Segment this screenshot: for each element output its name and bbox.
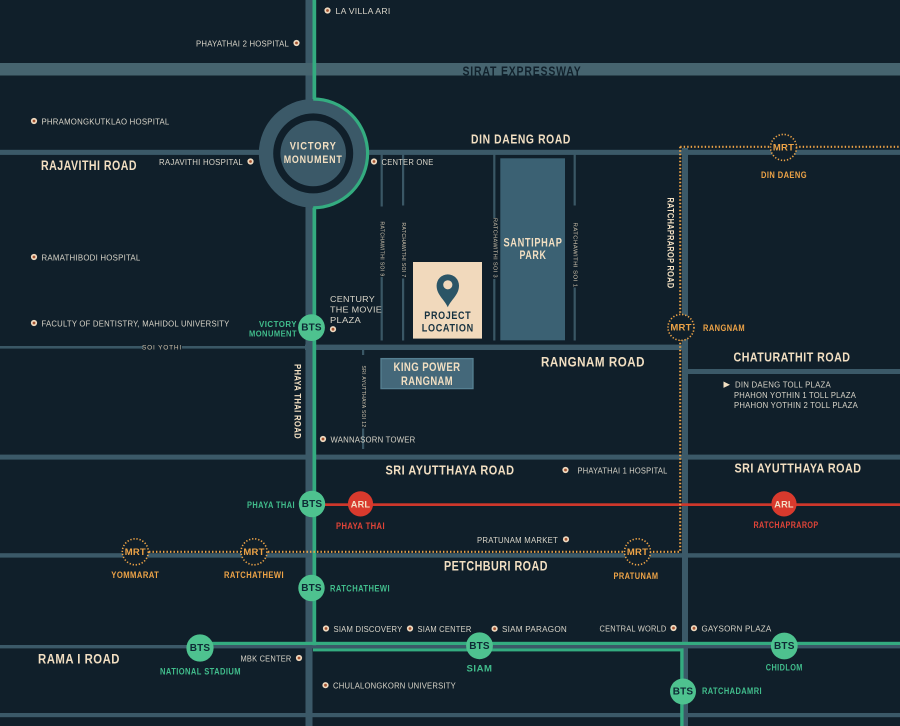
svg-text:PRATUNAM MARKET: PRATUNAM MARKET bbox=[477, 535, 558, 545]
svg-text:ARL: ARL bbox=[351, 499, 371, 509]
svg-text:ARL: ARL bbox=[774, 499, 794, 509]
svg-text:SANTIPHAP: SANTIPHAP bbox=[504, 237, 563, 249]
svg-text:VICTORY: VICTORY bbox=[259, 319, 297, 329]
svg-text:CENTRAL WORLD: CENTRAL WORLD bbox=[600, 624, 667, 634]
svg-text:CHIDLOM: CHIDLOM bbox=[766, 663, 803, 673]
svg-text:PHAHON YOTHIN 1 TOLL PLAZA: PHAHON YOTHIN 1 TOLL PLAZA bbox=[734, 390, 856, 400]
svg-text:DIN DAENG ROAD: DIN DAENG ROAD bbox=[471, 132, 571, 147]
svg-text:WANNASORN TOWER: WANNASORN TOWER bbox=[331, 435, 416, 445]
svg-text:SIAM: SIAM bbox=[467, 663, 493, 673]
svg-text:SIAM CENTER: SIAM CENTER bbox=[418, 624, 472, 634]
svg-text:MRT: MRT bbox=[627, 547, 648, 558]
svg-text:SIAM PARAGON: SIAM PARAGON bbox=[502, 624, 567, 634]
svg-text:BTS: BTS bbox=[190, 643, 211, 654]
svg-text:PROJECT: PROJECT bbox=[424, 310, 471, 322]
svg-text:PHAYA THAI: PHAYA THAI bbox=[336, 521, 385, 531]
svg-text:CHATURATHIT ROAD: CHATURATHIT ROAD bbox=[734, 350, 851, 365]
svg-text:DIN DAENG: DIN DAENG bbox=[761, 170, 807, 180]
svg-text:BTS: BTS bbox=[302, 499, 323, 510]
svg-text:THE MOVIE: THE MOVIE bbox=[330, 305, 382, 315]
svg-text:CENTURY: CENTURY bbox=[330, 294, 375, 304]
svg-text:BTS: BTS bbox=[673, 687, 694, 698]
svg-text:RATCHAWITHI SOI 1: RATCHAWITHI SOI 1 bbox=[572, 223, 578, 288]
svg-text:RATCHAWITHI SOI 7: RATCHAWITHI SOI 7 bbox=[400, 223, 406, 278]
svg-text:NATIONAL STADIUM: NATIONAL STADIUM bbox=[160, 666, 241, 676]
svg-text:CENTER ONE: CENTER ONE bbox=[382, 157, 434, 167]
svg-text:KING POWER: KING POWER bbox=[394, 360, 461, 374]
svg-text:RANGNAM ROAD: RANGNAM ROAD bbox=[541, 355, 645, 370]
svg-text:MONUMENT: MONUMENT bbox=[284, 154, 343, 166]
svg-text:PHAYATHAI 2 HOSPITAL: PHAYATHAI 2 HOSPITAL bbox=[196, 39, 289, 49]
svg-text:MONUMENT: MONUMENT bbox=[249, 329, 297, 339]
svg-text:RATCHAPRAROP ROAD: RATCHAPRAROP ROAD bbox=[665, 198, 676, 289]
svg-text:MRT: MRT bbox=[125, 547, 146, 558]
svg-text:LA VILLA ARI: LA VILLA ARI bbox=[336, 6, 391, 16]
svg-text:PARK: PARK bbox=[520, 250, 547, 262]
svg-text:SRI AYUTTHAYA ROAD: SRI AYUTTHAYA ROAD bbox=[386, 463, 515, 478]
svg-text:RAMA I ROAD: RAMA I ROAD bbox=[38, 652, 120, 667]
svg-text:RAJAVITHI HOSPITAL: RAJAVITHI HOSPITAL bbox=[159, 157, 243, 167]
svg-text:BTS: BTS bbox=[301, 583, 322, 594]
svg-text:BTS: BTS bbox=[774, 641, 795, 652]
svg-text:DIN DAENG TOLL PLAZA: DIN DAENG TOLL PLAZA bbox=[735, 380, 831, 390]
svg-text:MBK CENTER: MBK CENTER bbox=[241, 654, 292, 664]
svg-text:RATCHAWITHI SOI 9: RATCHAWITHI SOI 9 bbox=[379, 222, 385, 277]
svg-text:PRATUNAM: PRATUNAM bbox=[614, 571, 659, 581]
svg-text:LOCATION: LOCATION bbox=[422, 322, 474, 334]
svg-text:SRI AYUTTHAYA ROAD: SRI AYUTTHAYA ROAD bbox=[735, 461, 862, 476]
svg-text:MRT: MRT bbox=[670, 322, 691, 333]
svg-text:CHULALONGKORN UNIVERSITY: CHULALONGKORN UNIVERSITY bbox=[333, 681, 456, 691]
svg-text:PHAHON YOTHIN 2 TOLL PLAZA: PHAHON YOTHIN 2 TOLL PLAZA bbox=[734, 400, 858, 410]
svg-text:FACULTY OF DENTISTRY, MAHIDOL: FACULTY OF DENTISTRY, MAHIDOL UNIVERSITY bbox=[42, 319, 230, 329]
svg-text:GAYSORN PLAZA: GAYSORN PLAZA bbox=[702, 624, 772, 634]
svg-text:PLAZA: PLAZA bbox=[330, 315, 361, 325]
svg-text:RAJAVITHI ROAD: RAJAVITHI ROAD bbox=[41, 158, 137, 173]
svg-text:SIRAT EXPRESSWAY: SIRAT EXPRESSWAY bbox=[463, 63, 582, 78]
svg-text:PHAYA THAI ROAD: PHAYA THAI ROAD bbox=[292, 364, 303, 439]
svg-text:PHAYA THAI: PHAYA THAI bbox=[247, 500, 295, 510]
svg-text:SRI AYUTTHAYA SOI 12: SRI AYUTTHAYA SOI 12 bbox=[360, 366, 366, 428]
svg-text:SOI YOTHI: SOI YOTHI bbox=[142, 344, 182, 351]
svg-text:RATCHATHEWI: RATCHATHEWI bbox=[224, 570, 284, 580]
svg-text:BTS: BTS bbox=[301, 323, 322, 334]
svg-text:MRT: MRT bbox=[773, 142, 794, 153]
svg-text:PHRAMONGKUTKLAO HOSPITAL: PHRAMONGKUTKLAO HOSPITAL bbox=[42, 117, 170, 127]
svg-text:RANGNAM: RANGNAM bbox=[401, 374, 453, 388]
svg-text:PHAYATHAI 1 HOSPITAL: PHAYATHAI 1 HOSPITAL bbox=[578, 466, 668, 476]
svg-text:BTS: BTS bbox=[469, 641, 490, 652]
svg-text:RATCHAPRAROP: RATCHAPRAROP bbox=[754, 520, 819, 530]
svg-text:RATCHADAMRI: RATCHADAMRI bbox=[702, 686, 762, 696]
svg-text:RAMATHIBODI HOSPITAL: RAMATHIBODI HOSPITAL bbox=[42, 253, 141, 263]
svg-text:MRT: MRT bbox=[243, 547, 264, 558]
svg-text:PETCHBURI ROAD: PETCHBURI ROAD bbox=[444, 559, 548, 574]
svg-text:RATCHAWITHI SOI 3: RATCHAWITHI SOI 3 bbox=[491, 218, 497, 278]
svg-text:VICTORY: VICTORY bbox=[290, 141, 337, 153]
svg-text:SIAM DISCOVERY: SIAM DISCOVERY bbox=[334, 624, 403, 634]
svg-text:RANGNAM: RANGNAM bbox=[703, 323, 745, 333]
svg-text:RATCHATHEWI: RATCHATHEWI bbox=[330, 583, 390, 593]
svg-text:YOMMARAT: YOMMARAT bbox=[111, 570, 159, 580]
